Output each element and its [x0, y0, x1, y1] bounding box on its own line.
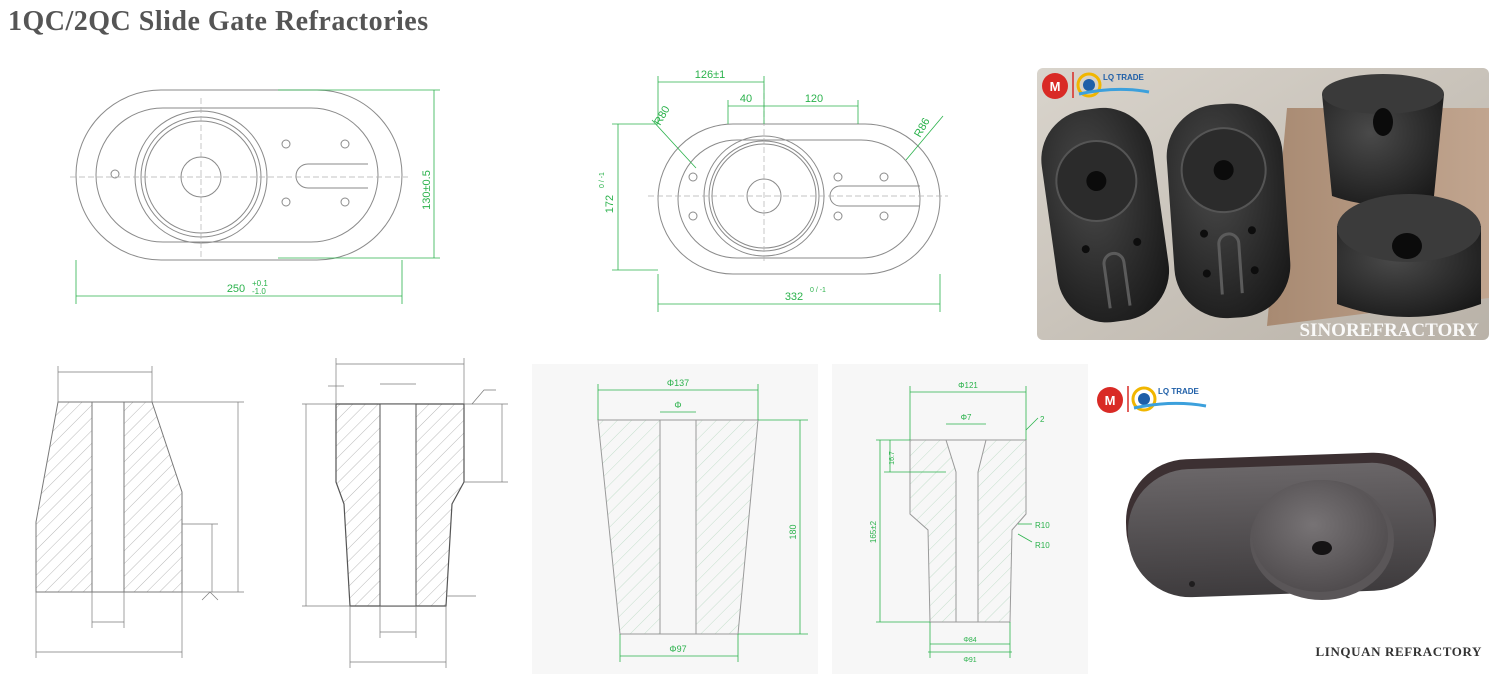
nozzle-3-bore-dim: Φ — [674, 400, 681, 410]
plate-2-height-dim: 172 — [604, 195, 616, 213]
nozzle-drawing-3: Φ137 Φ 180 Φ97 — [532, 364, 818, 674]
plate-2-top-right: 120 — [805, 93, 823, 105]
nozzle-4-bottom-dim-1: Φ84 — [963, 637, 976, 644]
plate-2-length-tol: 0 / -1 — [810, 287, 826, 294]
nozzle-3-height-dim: 180 — [788, 524, 798, 539]
nozzle-4-bore-dim: Φ7 — [961, 413, 972, 422]
nozzle-4-top-dim: Φ121 — [958, 381, 978, 390]
plate-2-height-tol: 0 / -1 — [599, 172, 606, 188]
nozzle-4-side-dim-1: R10 — [1035, 521, 1050, 530]
nozzle-4-top-right-dim: 2 — [1040, 415, 1045, 424]
nozzle-photo-top — [1322, 94, 1444, 205]
plate-2-top-left: 40 — [740, 93, 752, 105]
plate-drawing-1: 130±0.5 250 +0.1 -1.0 — [70, 89, 440, 304]
nozzle-4-upper-height: 16.7 — [889, 451, 896, 465]
svg-text:M: M — [1105, 393, 1116, 408]
nozzle-drawing-1 — [35, 366, 244, 658]
nozzle-drawing-4: Φ121 Φ7 2 R10 R10 165±2 16.7 Φ84 Φ91 — [832, 364, 1088, 674]
lq-trade-logo-top-text: LQ TRADE — [1103, 73, 1145, 82]
plate-1-length-dim: 250 — [227, 283, 245, 295]
plate-1-length-tol-top: +0.1 — [252, 279, 268, 288]
svg-text:M: M — [1050, 79, 1061, 94]
plate-drawing-2: 126±1 40 120 R80 R86 172 0 / -1 332 0 / … — [599, 69, 948, 312]
plate-photo-2: M LQ TRADE — [1097, 386, 1437, 600]
plate-2-radius-left: R80 — [652, 104, 672, 127]
linquan-refractory-caption: LINQUAN REFRACTORY — [1315, 644, 1482, 659]
page-title: 1QC/2QC Slide Gate Refractories — [8, 6, 429, 37]
plate-1-length-tol-bottom: -1.0 — [252, 287, 266, 296]
plate-1-height-dim: 130±0.5 — [421, 170, 433, 210]
lq-trade-logo-bottom: M LQ TRADE — [1097, 386, 1207, 413]
lq-trade-logo-top: M LQ TRADE — [1042, 72, 1150, 99]
plate-2-length-dim: 332 — [785, 291, 803, 303]
plate-2-radius-right: R86 — [912, 116, 932, 139]
nozzle-4-side-dim-2: R10 — [1035, 541, 1050, 550]
nozzle-4-bottom-dim-2: Φ91 — [963, 657, 976, 664]
nozzle-4-height-dim: 165±2 — [869, 520, 878, 543]
lq-trade-logo-bottom-text: LQ TRADE — [1158, 387, 1200, 396]
nozzle-drawing-2 — [302, 358, 508, 668]
plate-2-top-total: 126±1 — [695, 69, 726, 81]
sinorefractory-watermark: SINOREFRACTORY — [1299, 320, 1479, 340]
nozzle-3-bottom-dim: Φ97 — [669, 644, 686, 654]
plates-photo: M LQ TRADE SINOREFRACTORY — [1037, 68, 1489, 340]
plate-1-outline — [75, 89, 403, 261]
nozzle-3-top-dim: Φ137 — [667, 378, 689, 388]
